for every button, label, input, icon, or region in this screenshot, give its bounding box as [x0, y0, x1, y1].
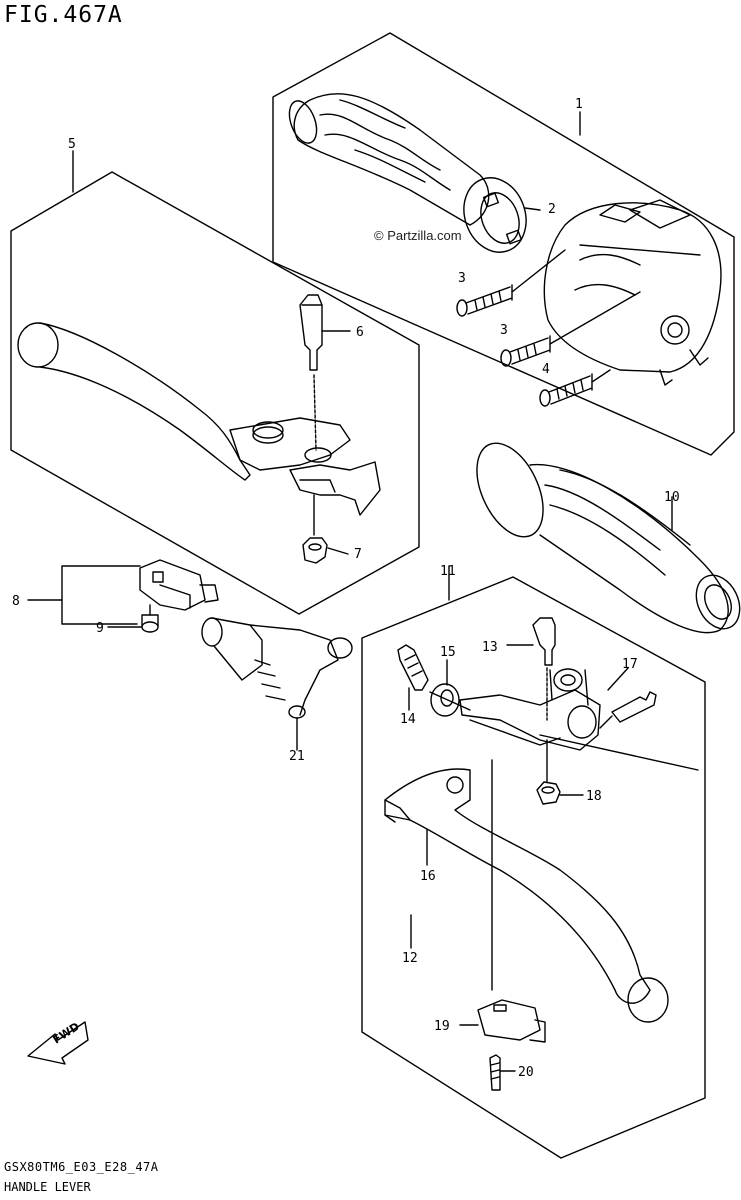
callout-20: 20 — [518, 1065, 534, 1080]
clutch-perch-17 — [459, 668, 601, 751]
bolt-17 — [599, 691, 657, 729]
callout-21: 21 — [289, 749, 305, 764]
callout-3b: 3 — [500, 323, 508, 338]
callout-2: 2 — [548, 202, 556, 217]
group-box-1 — [272, 32, 735, 456]
nut-18 — [536, 739, 561, 805]
throttle-grip-drawing — [288, 93, 490, 226]
group-box-5 — [10, 171, 420, 615]
watermark: © Partzilla.com — [374, 228, 462, 243]
callout-19: 19 — [434, 1019, 450, 1034]
callout-6: 6 — [356, 325, 364, 340]
callout-8: 8 — [12, 594, 20, 609]
callout-5: 5 — [68, 137, 76, 152]
callout-17: 17 — [622, 657, 638, 672]
callout-18: 18 — [586, 789, 602, 804]
washer-15 — [429, 683, 471, 717]
callout-14: 14 — [400, 712, 416, 727]
left-grip-drawing — [476, 442, 741, 634]
throttle-housing-drawing — [543, 199, 722, 386]
callout-13: 13 — [482, 640, 498, 655]
clutch-lever-drawing — [384, 768, 669, 1023]
callout-9: 9 — [96, 621, 104, 636]
callout-16: 16 — [420, 869, 436, 884]
clutch-holder-21 — [201, 617, 353, 719]
callout-11: 11 — [440, 564, 456, 579]
screw-20 — [489, 1054, 501, 1091]
brake-lever-drawing — [17, 322, 381, 516]
throttle-cam-drawing — [463, 177, 527, 253]
callout-15: 15 — [440, 645, 456, 660]
nut-7 — [302, 494, 328, 564]
group-box-11 — [361, 576, 706, 1159]
footer-name: HANDLE LEVER — [4, 1180, 91, 1194]
callout-1: 1 — [575, 97, 583, 112]
switch-19 — [477, 759, 546, 1043]
footer-code: GSX80TM6_E03_E28_47A — [4, 1160, 159, 1174]
bolt-6 — [299, 294, 323, 451]
callout-7: 7 — [354, 547, 362, 562]
callout-12: 12 — [402, 951, 418, 966]
callout-10: 10 — [664, 490, 680, 505]
callout-4: 4 — [542, 362, 550, 377]
bracket-8 — [61, 565, 141, 625]
fwd-arrow-icon — [27, 1021, 89, 1065]
bolt-13 — [532, 617, 556, 721]
switch-8 — [139, 559, 219, 611]
figure-title: FIG.467A — [4, 2, 123, 28]
callout-3a: 3 — [458, 271, 466, 286]
bolt-14 — [397, 644, 429, 691]
screw-9 — [141, 604, 159, 633]
screw-4 — [539, 373, 593, 407]
screw-3a — [456, 284, 513, 317]
callout-labels: 1 2 3 3 4 5 6 7 8 9 10 11 12 13 14 15 16… — [12, 97, 680, 1080]
